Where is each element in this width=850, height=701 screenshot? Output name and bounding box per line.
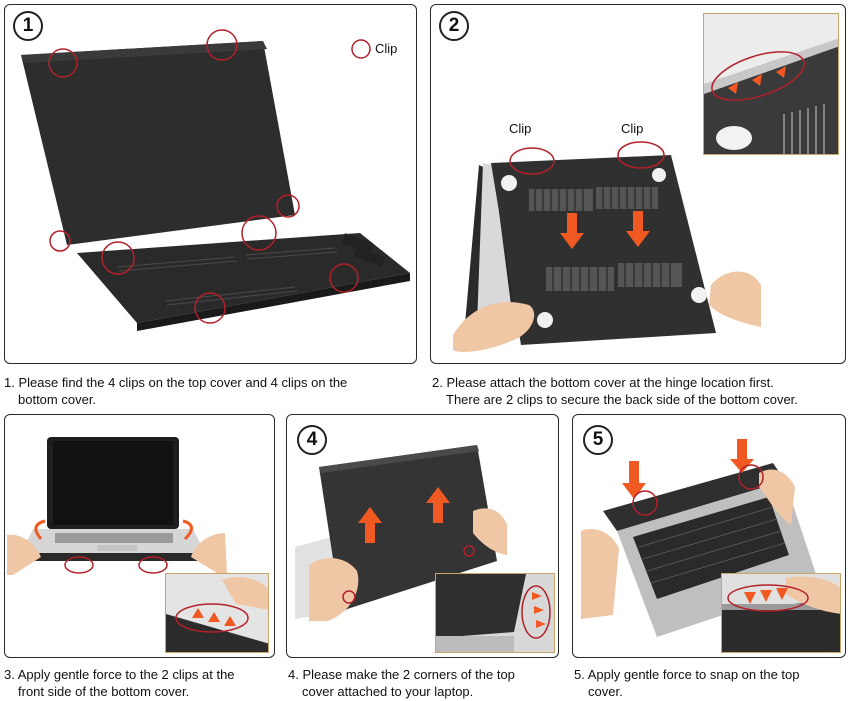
clip-marker — [241, 215, 277, 251]
clip-marker — [463, 545, 475, 557]
step-1-caption: 1. Please find the 4 clips on the top co… — [4, 375, 348, 407]
clip-marker — [206, 29, 238, 61]
step-3-illustration — [7, 437, 227, 575]
step-4-illustration — [295, 445, 507, 621]
step-2-illustration — [453, 141, 761, 352]
step-1-panel: 1 Clip — [4, 4, 417, 364]
clip-marker — [64, 556, 94, 574]
clip-marker — [329, 263, 359, 293]
clip-marker — [194, 292, 226, 324]
step-4-panel: 4 — [286, 414, 559, 658]
step-5-caption: 5. Apply gentle force to snap on the top… — [574, 667, 800, 699]
clip-marker — [632, 490, 658, 516]
hinge-detail-illustration — [704, 14, 838, 154]
step-2-number: 2 — [439, 11, 469, 41]
clip-marker — [727, 584, 809, 612]
clip-marker — [509, 147, 555, 175]
bottom-cover — [77, 233, 410, 323]
clip-marker — [138, 556, 168, 574]
clip-legend-label: Clip — [375, 41, 398, 56]
down-arrow-icon — [622, 439, 754, 499]
snap-detail-illustration — [722, 574, 840, 652]
step-3-caption: 3. Apply gentle force to the 2 clips at … — [4, 667, 235, 699]
clip-label-right: Clip — [621, 121, 644, 136]
step-4-number: 4 — [297, 425, 327, 455]
up-arrow-icon — [358, 487, 450, 543]
clip-marker — [175, 603, 249, 633]
top-cover — [319, 445, 497, 611]
clip-marker — [711, 51, 805, 101]
step-4-detail-inset — [435, 573, 555, 653]
step-4-caption: 4. Please make the 2 corners of the top … — [288, 667, 515, 699]
clip-marker — [521, 585, 551, 639]
clip-marker — [738, 464, 764, 490]
step-3-detail-inset — [165, 573, 269, 653]
corner-detail-illustration — [436, 574, 554, 652]
step-2-caption: 2. Please attach the bottom cover at the… — [432, 375, 798, 407]
step-2-detail-inset — [703, 13, 839, 155]
curved-arrow-icon — [34, 519, 46, 540]
clip-marker — [342, 590, 356, 604]
step-2-panel: 2 — [430, 4, 846, 364]
step-1-illustration — [21, 29, 410, 331]
clip-label-left: Clip — [509, 121, 532, 136]
clip-marker — [617, 141, 665, 169]
clip-legend-icon — [351, 39, 371, 59]
clip-marker — [101, 241, 135, 275]
clip-marker — [49, 230, 71, 252]
clip-marker — [48, 48, 78, 78]
clip-marker — [276, 194, 300, 218]
step-5-number: 5 — [583, 425, 613, 455]
step-5-detail-inset — [721, 573, 841, 653]
front-clip-detail-illustration — [166, 574, 268, 652]
down-arrow-icon — [560, 211, 650, 249]
step-1-number: 1 — [13, 11, 43, 41]
step-3-panel — [4, 414, 275, 658]
step-5-panel: 5 — [572, 414, 846, 658]
curved-arrow-icon — [182, 519, 193, 541]
top-cover — [21, 41, 295, 245]
